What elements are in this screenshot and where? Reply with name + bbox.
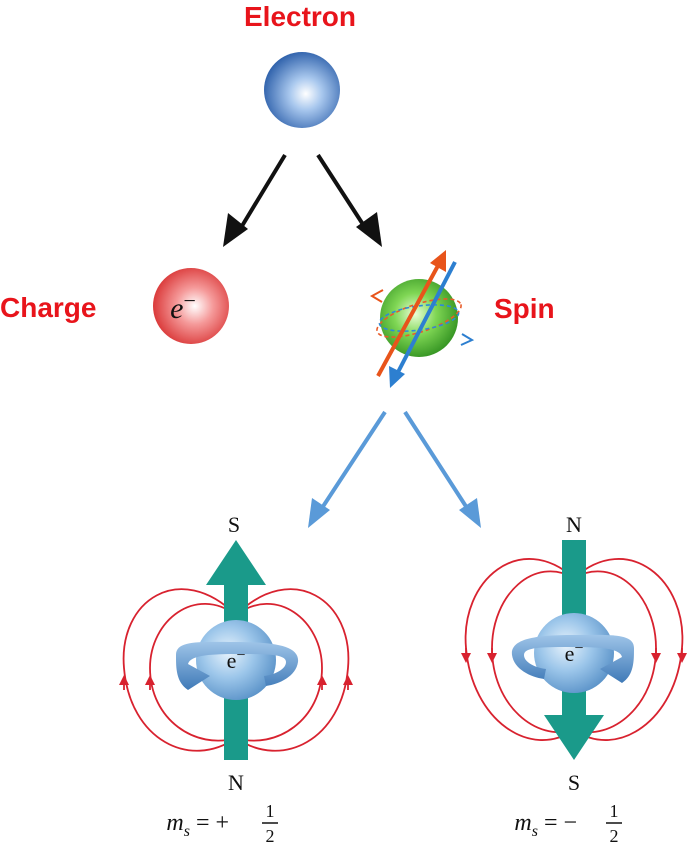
spin-down-field-lines (461, 558, 687, 741)
svg-text:1: 1 (610, 801, 619, 821)
spin-down-electron (534, 613, 614, 693)
charge-sphere (153, 268, 229, 344)
spin-up-bottom-pole: N (228, 770, 244, 795)
arrow-to-spin (316, 153, 382, 247)
svg-text:= +: = + (196, 810, 229, 836)
arrow-to-charge (223, 153, 287, 247)
spin-label: Spin (494, 293, 555, 324)
spin-down-rotation-arrow (511, 634, 634, 683)
svg-text:= −: = − (544, 810, 577, 836)
spin-down-quantum-number: ms = − 1 2 (514, 801, 622, 846)
arrow-to-spin-up (308, 410, 387, 528)
spin-up-field-lines (119, 588, 353, 752)
spin-up-electron (196, 620, 276, 700)
charge-label: Charge (0, 292, 96, 323)
electron-label: Electron (244, 1, 356, 32)
svg-text:2: 2 (266, 826, 275, 846)
charge-symbol: e− (170, 288, 196, 325)
spin-sphere-icon (369, 250, 475, 388)
spin-up-electron-symbol: e− (227, 647, 246, 673)
svg-text:ms: ms (514, 810, 538, 840)
spin-up-rotation-arrow (176, 641, 299, 690)
arrow-to-spin-down (403, 410, 481, 528)
svg-text:ms: ms (166, 810, 190, 840)
spin-down-state: N e− S ms = − 1 2 (461, 512, 687, 846)
spin-up-state: S e− N ms = + 1 2 (119, 512, 353, 846)
svg-text:2: 2 (610, 826, 619, 846)
spin-down-bottom-pole: S (568, 770, 580, 795)
electron-sphere (264, 52, 340, 128)
spin-down-electron-symbol: e− (565, 640, 584, 666)
svg-text:1: 1 (266, 801, 275, 821)
spin-up-top-pole: S (228, 512, 240, 537)
spin-up-quantum-number: ms = + 1 2 (166, 801, 278, 846)
spin-down-top-pole: N (566, 512, 582, 537)
